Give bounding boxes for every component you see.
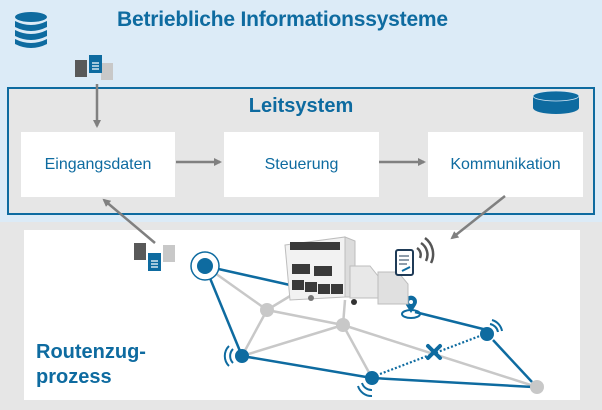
wireless-signal-icon xyxy=(416,236,435,264)
documents-icon-top xyxy=(75,55,113,80)
box-steuerung[interactable]: Steuerung xyxy=(224,132,379,197)
tugger-train-icon xyxy=(284,236,409,305)
network-node xyxy=(260,303,274,317)
blocked-route-icon xyxy=(426,344,442,360)
box-eingangsdaten[interactable]: Eingangsdaten xyxy=(21,132,175,197)
network-node xyxy=(530,380,544,394)
tablet-icon xyxy=(395,249,414,276)
page-title: Betriebliche Informationssysteme xyxy=(117,8,448,31)
leitsystem-title: Leitsystem xyxy=(248,95,354,117)
routenzug-label-line2: prozess xyxy=(36,366,112,388)
routenzug-label: Routenzug- prozess xyxy=(36,340,146,390)
network-node-signal xyxy=(365,371,379,385)
documents-icon-bottom xyxy=(134,243,175,271)
start-node xyxy=(190,251,220,281)
leitsystem-database-icon xyxy=(532,90,580,114)
arrow-kommunikation-process xyxy=(450,195,506,240)
box-kommunikation[interactable]: Kommunikation xyxy=(428,132,583,197)
leitsystem-container: Leitsystem Eingangsdaten Steuerung Kommu… xyxy=(7,87,595,215)
signal-icon xyxy=(357,382,373,397)
network-node-signal xyxy=(235,349,249,363)
network-node xyxy=(336,318,350,332)
network-node-signal xyxy=(480,327,494,341)
routenzug-label-line1: Routenzug- xyxy=(36,341,146,363)
arrow-process-eingangsdaten xyxy=(102,198,156,244)
network-blue-edges xyxy=(203,264,534,389)
signal-icon xyxy=(489,319,503,333)
signal-icon xyxy=(223,345,234,367)
